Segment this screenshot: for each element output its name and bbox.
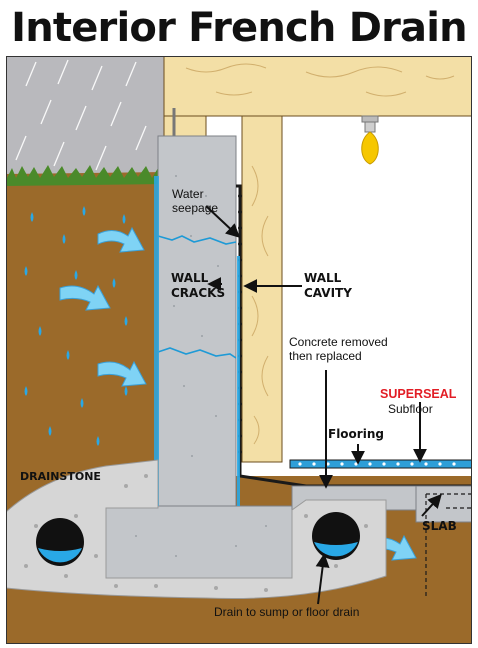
footing	[105, 505, 293, 579]
label-flooring: Flooring	[328, 427, 384, 441]
drainstone	[6, 459, 387, 600]
label-water-seepage-2: seepage	[172, 201, 218, 215]
label-wall-cavity-1: WALL	[304, 271, 342, 285]
light-bulb-icon	[361, 115, 379, 165]
drain-pipe-icon	[36, 512, 360, 566]
label-wall-cracks-1: WALL	[171, 271, 209, 285]
superseal-subfloor	[289, 459, 472, 469]
grass	[6, 165, 164, 186]
label-water-seepage-1: Water	[172, 187, 204, 201]
floor-joist	[163, 56, 472, 117]
diagram-title: Interior French Drain	[11, 5, 468, 51]
label-concrete-1: Concrete removed	[289, 335, 388, 349]
label-slab: SLAB	[422, 519, 457, 533]
sky	[6, 56, 166, 176]
rain-icon	[15, 59, 147, 171]
label-wall-cracks-2: CRACKS	[171, 286, 225, 300]
label-superseal: SUPERSEAL	[380, 387, 457, 401]
interior-wood-wall	[241, 115, 283, 463]
label-concrete-2: then replaced	[289, 349, 362, 363]
slab	[415, 485, 472, 523]
label-wall-cavity-2: CAVITY	[304, 286, 352, 300]
water-drop-icon	[24, 206, 128, 446]
label-drain: Drain to sump or floor drain	[214, 605, 359, 619]
label-subfloor: Subfloor	[388, 402, 433, 416]
label-drainstone: DRAINSTONE	[20, 470, 101, 483]
foundation-wall	[157, 135, 237, 517]
french-drain-diagram: Water seepage WALL CRACKS WALL CAVITY Co…	[6, 56, 472, 644]
